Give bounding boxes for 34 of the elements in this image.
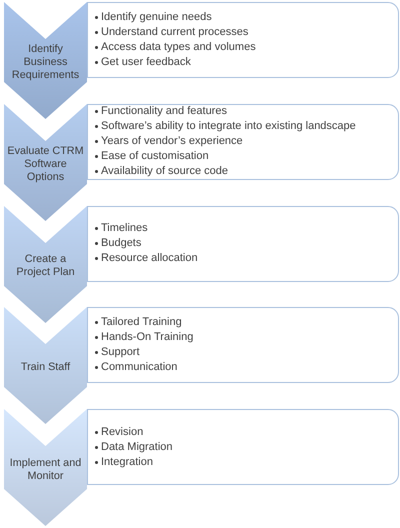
bullet-item: Resource allocation	[101, 251, 198, 266]
bullet-item: Communication	[101, 360, 178, 376]
bullet-item: Integration	[101, 454, 153, 470]
bullet-item: Revision	[101, 424, 144, 440]
bullet-item: Get user feedback	[101, 55, 191, 70]
bullet-item: Support	[101, 345, 140, 360]
process-step	[4, 206, 87, 322]
detail-panel	[87, 206, 399, 282]
detail-panel	[87, 104, 399, 180]
bullet-item: Hands-On Training	[101, 330, 194, 346]
bullet-item: Understand current processes	[101, 25, 248, 40]
detail-panel	[87, 307, 399, 384]
bullet-item: Data Migration	[101, 440, 173, 454]
process-step	[4, 104, 87, 221]
step-label: Evaluate CTRM Software Options	[6, 144, 85, 184]
process-step	[4, 307, 87, 424]
bullet-item: Access data types and volumes	[101, 40, 256, 55]
bullet-item: Budgets	[101, 236, 142, 251]
bullet-item: Functionality and features	[101, 104, 227, 120]
bullet-item: Timelines	[101, 221, 148, 236]
bullet-item: Tailored Training	[101, 315, 182, 330]
bullet-item: Identify genuine needs	[101, 10, 212, 25]
step-label: Implement and Monitor	[8, 456, 82, 482]
step-label: Identify Business Requirements	[10, 43, 80, 82]
bullet-item: Availability of source code	[101, 164, 228, 180]
step-label: Create a Project Plan	[15, 253, 76, 279]
bullet-item: Software’s ability to integrate into existing landscape	[101, 119, 356, 134]
detail-panel	[87, 409, 399, 485]
process-step	[4, 409, 87, 526]
detail-panel	[87, 2, 399, 78]
bullet-item: Years of vendor’s experience	[101, 134, 243, 150]
process-step	[4, 2, 87, 119]
bullet-item: Ease of customisation	[101, 149, 209, 164]
step-label: Train Staff	[20, 361, 70, 374]
